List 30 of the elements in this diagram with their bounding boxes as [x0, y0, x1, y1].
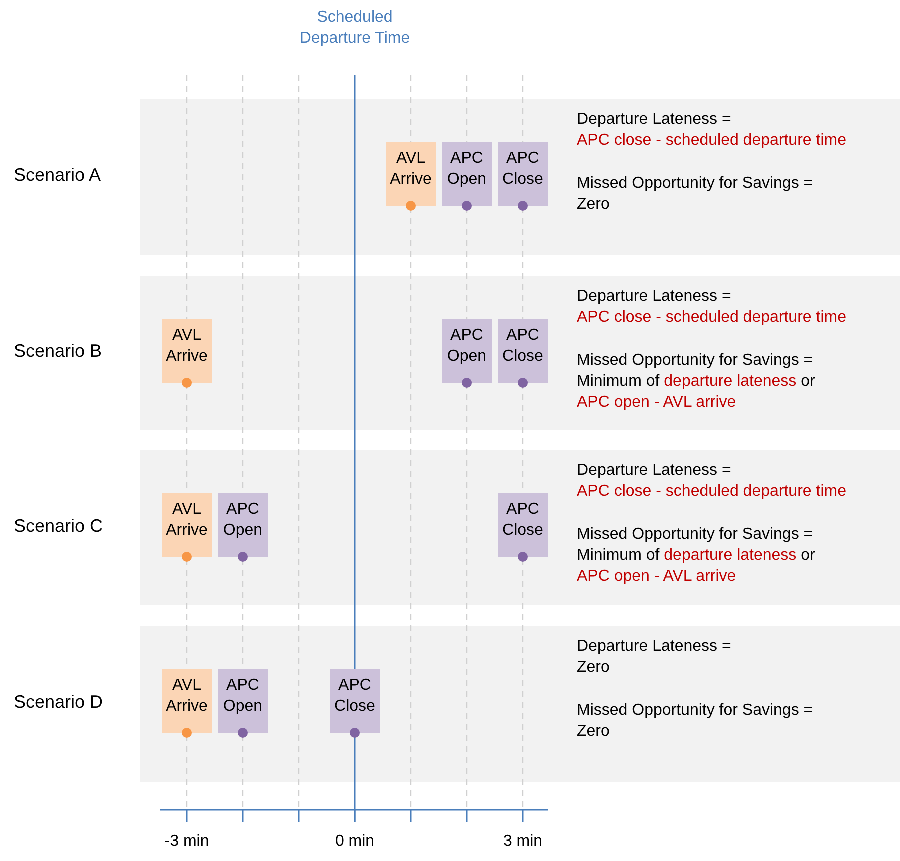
formula-term: departure lateness [664, 373, 797, 390]
formula-text: Missed Opportunity for Savings = [577, 702, 814, 719]
formula-text: Missed Opportunity for Savings = [577, 526, 814, 543]
formula-text: Zero [577, 196, 610, 213]
formula-text: Departure Lateness = [577, 462, 732, 479]
formula-term: APC close - scheduled departure time [577, 309, 846, 326]
formula-text: or [801, 373, 816, 390]
formula-term: APC close - scheduled departure time [577, 132, 846, 149]
formula-term: APC open - AVL arrive [577, 568, 736, 585]
formula-text: Minimum of [577, 547, 660, 564]
formula-text: Departure Lateness = [577, 288, 732, 305]
formula-text: Missed Opportunity for Savings = [577, 352, 814, 369]
scenario-label: Scenario A [14, 165, 102, 186]
formula-text: Minimum of [577, 373, 660, 390]
scenario-label: Scenario C [14, 516, 104, 536]
formula-text: or [801, 547, 816, 564]
scenario-label: Scenario D [14, 692, 104, 713]
tick-label: 3 min [502, 833, 544, 851]
formula-text: Departure Lateness = [577, 111, 732, 128]
formula-term: APC open - AVL arrive [577, 394, 736, 411]
scenario-label: Scenario B [14, 341, 102, 362]
formula-term: APC close - scheduled departure time [577, 483, 846, 500]
formula-text: Zero [577, 723, 610, 740]
formula-text: Departure Lateness = [577, 638, 732, 655]
formula-text: Missed Opportunity for Savings = [577, 175, 814, 192]
axis-title: Scheduled Departure Time [298, 8, 412, 49]
formula-term: departure lateness [664, 547, 797, 564]
tick-label: -3 min [164, 833, 210, 851]
formula-text: Zero [577, 659, 610, 676]
tick-label: 0 min [334, 833, 376, 851]
